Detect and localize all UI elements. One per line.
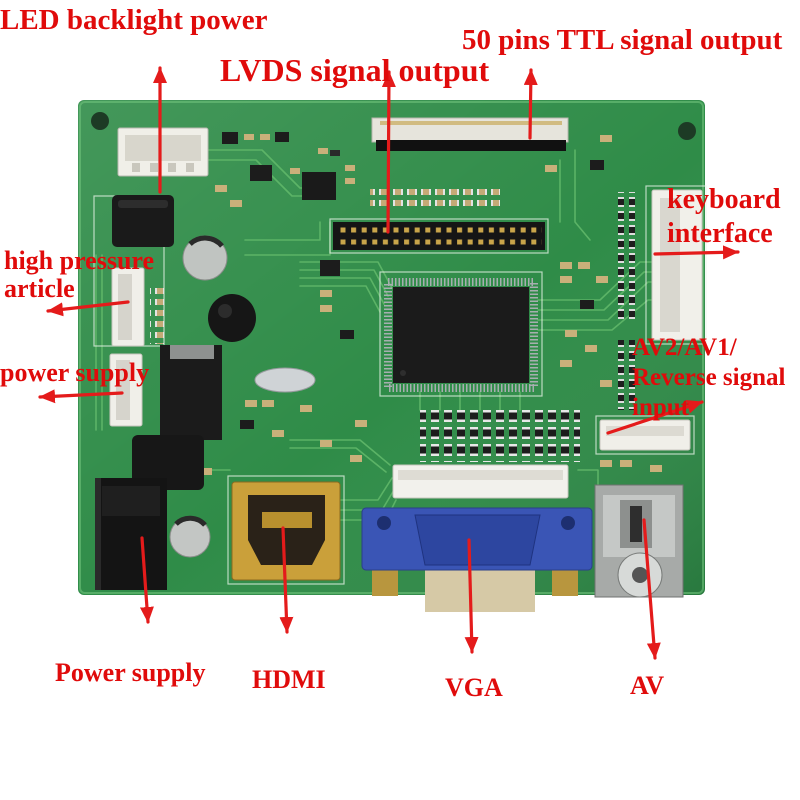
label-text: AV: [630, 671, 665, 700]
label-hdmi: HDMI: [252, 665, 326, 695]
led-backlight-connector: [117, 127, 209, 177]
label-line: keyboard: [667, 184, 781, 215]
label-av-signal-input: AV2/AV1/ Reverse signal input: [632, 333, 785, 423]
arrow-hdmi: [279, 526, 294, 634]
ttl-fpc-connector: [371, 117, 569, 151]
label-ttl-output: 50 pins TTL signal output: [462, 23, 782, 57]
label-line: article: [4, 274, 75, 303]
arrow-av: [642, 518, 661, 660]
label-text: 50 pins TTL signal output: [462, 24, 783, 56]
lvds-pin-header: [333, 222, 545, 250]
arrow-vga: [464, 538, 479, 654]
label-lvds-output: LVDS signal output: [220, 51, 489, 89]
label-text: power supply: [0, 358, 150, 387]
label-keyboard-interface: keyboard interface: [667, 183, 781, 251]
dc-power-jack: [95, 478, 167, 590]
arrow-power-supply-left: [38, 389, 124, 404]
arrow-power-supply-bottom: [139, 536, 154, 624]
label-line: input: [632, 394, 689, 421]
label-power-supply-left: power supply: [0, 358, 149, 388]
hdmi-port: [231, 481, 341, 581]
av-rca-jack: [594, 484, 684, 598]
smd-components: [150, 132, 662, 475]
av-signal-input-connector: [599, 419, 691, 451]
high-pressure-connector: [111, 267, 145, 347]
annotation-arrows: [38, 66, 740, 660]
label-led-backlight-power: LED backlight power: [0, 3, 267, 37]
arrow-keyboard-interface: [653, 245, 740, 260]
vga-port: [361, 507, 593, 612]
label-av: AV: [630, 671, 664, 701]
power-supply-connector-left: [109, 353, 143, 427]
label-line: Reverse signal: [632, 364, 786, 391]
label-text: LED backlight power: [0, 4, 268, 36]
label-line: AV2/AV1/: [632, 334, 737, 361]
label-text: Power supply: [55, 658, 206, 687]
vga-header-connector: [392, 464, 569, 499]
label-text: VGA: [445, 673, 503, 702]
keyboard-connector: [651, 189, 703, 341]
label-vga: VGA: [445, 673, 503, 703]
arrow-ttl-output: [523, 68, 538, 140]
label-line: high pressure: [4, 246, 155, 275]
main-controller-chip: [384, 278, 538, 392]
arrow-high-pressure-article: [46, 300, 130, 317]
power-components: [112, 195, 316, 558]
mounting-hole: [678, 122, 696, 140]
arrow-av-signal-input: [606, 400, 704, 435]
label-high-pressure-article: high pressure article: [4, 247, 154, 303]
label-power-supply-bottom: Power supply: [55, 658, 206, 688]
arrow-lvds-output: [381, 70, 396, 234]
label-text: HDMI: [252, 665, 326, 694]
label-text: LVDS signal output: [220, 52, 490, 88]
mounting-hole: [91, 112, 109, 130]
label-line: interface: [667, 218, 773, 249]
